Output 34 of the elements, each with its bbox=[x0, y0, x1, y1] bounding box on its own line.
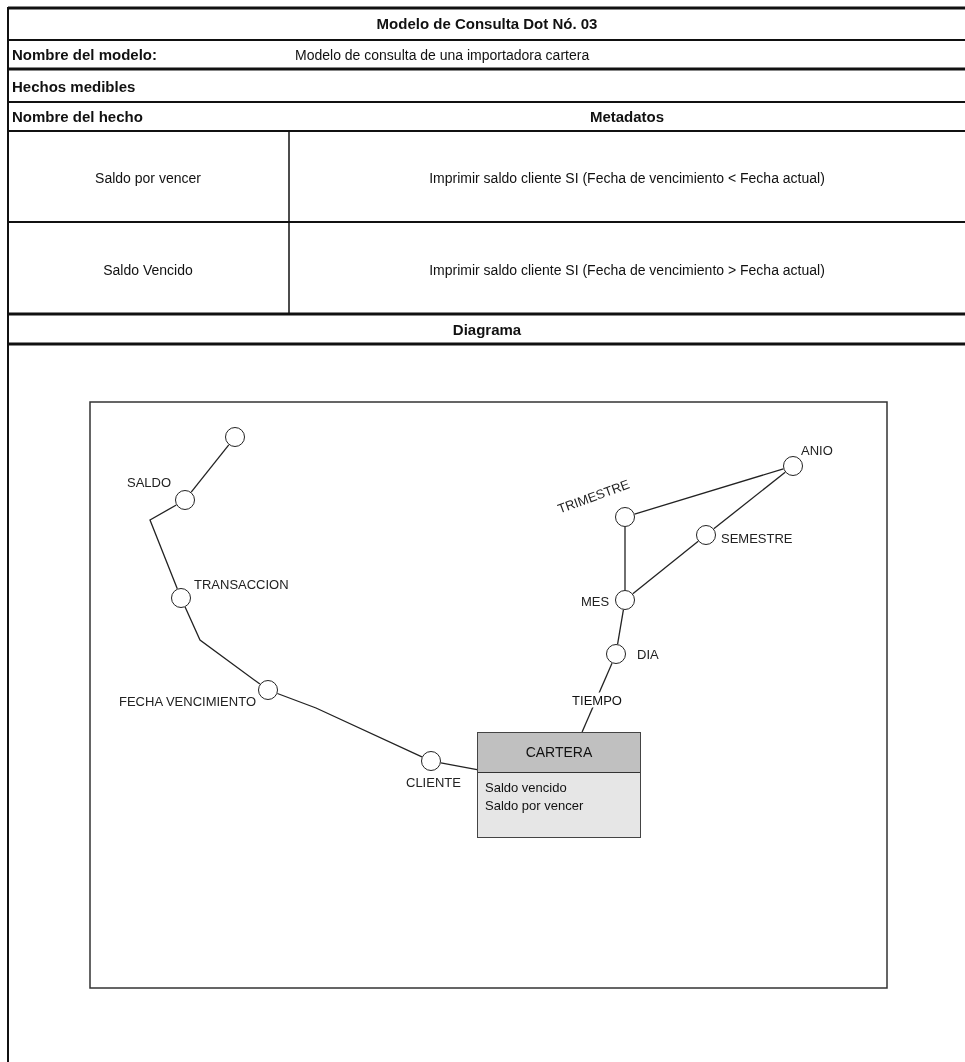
entity-name: CARTERA bbox=[525, 744, 593, 760]
entity-box bbox=[477, 732, 641, 838]
column-header: Metadatos bbox=[589, 108, 665, 125]
connector-line bbox=[633, 468, 785, 515]
connector-line bbox=[624, 526, 626, 591]
fact-name: Saldo Vencido bbox=[103, 262, 193, 278]
connector-line bbox=[713, 471, 786, 530]
metadata-rule: Imprimir saldo cliente SI (Fecha de vencimiento < Fecha actual) bbox=[429, 170, 825, 186]
dimension-label: DIA bbox=[637, 647, 659, 662]
dimension-label: ANIO bbox=[801, 443, 833, 458]
dimension-label: TRANSACCION bbox=[194, 577, 289, 592]
connector-line bbox=[632, 540, 699, 595]
dimension-label: FECHA VENCIMIENTO bbox=[119, 694, 256, 709]
section-heading: Diagrama bbox=[452, 321, 522, 338]
section-heading: Hechos medibles bbox=[12, 78, 136, 95]
form-label: Nombre del modelo: bbox=[12, 46, 157, 63]
metadata-rule: Imprimir saldo cliente SI (Fecha de vencimiento > Fecha actual) bbox=[429, 262, 825, 278]
table-title: Modelo de Consulta Dot Nó. 03 bbox=[376, 15, 598, 32]
connector-line bbox=[184, 606, 261, 685]
dimension-circle bbox=[225, 427, 245, 447]
connector-line bbox=[276, 692, 423, 758]
model-name: Modelo de consulta de una importadora cartera bbox=[295, 47, 590, 63]
measure-list: Saldo vencido Saldo por vencer bbox=[485, 779, 595, 815]
edge-label: TIEMPO bbox=[570, 692, 624, 708]
connector-line bbox=[149, 504, 178, 590]
connector-line bbox=[616, 609, 625, 645]
dimension-label: CLIENTE bbox=[406, 775, 461, 790]
dimension-label: SEMESTRE bbox=[721, 531, 793, 546]
dimension-label: MES bbox=[581, 594, 610, 609]
column-header: Nombre del hecho bbox=[12, 108, 143, 125]
connector-line bbox=[440, 762, 478, 771]
connector-line bbox=[190, 444, 230, 493]
dimension-label: SALDO bbox=[127, 475, 172, 490]
fact-name: Saldo por vencer bbox=[95, 170, 201, 186]
